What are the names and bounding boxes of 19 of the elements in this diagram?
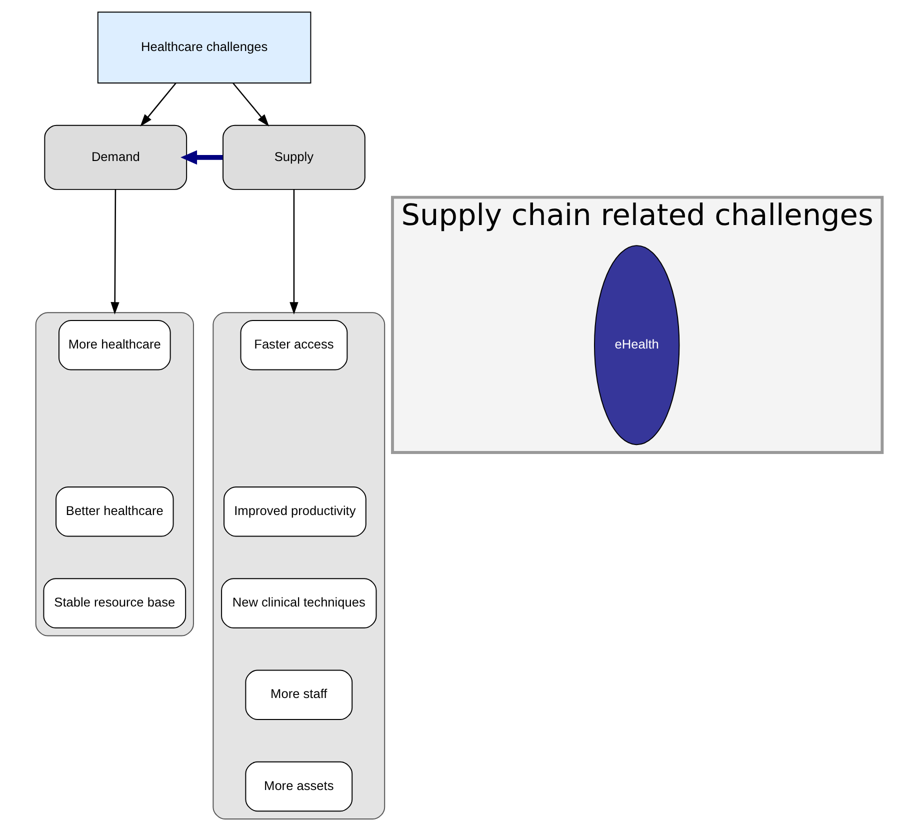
arrow [180, 150, 222, 165]
node-box: Improved productivity [223, 486, 366, 537]
cluster [212, 312, 385, 820]
node-box: Healthcare challenges [96, 12, 311, 84]
node-box: More staff [244, 670, 352, 720]
node-box: Demand [44, 124, 187, 190]
arrow [140, 82, 176, 127]
node-box: More assets [244, 761, 352, 812]
node-box: New clinical techniques [220, 578, 376, 628]
arrow [289, 189, 298, 315]
node-box: Faster access [240, 320, 348, 370]
node-box: More healthcare [58, 320, 170, 370]
arrow [110, 189, 119, 315]
cluster [34, 312, 194, 636]
node-box: Supply [222, 124, 365, 190]
node-box: Better healthcare [55, 486, 174, 537]
arrow [232, 82, 269, 127]
node-box: Stable resource base [42, 578, 186, 628]
node-ellipse: eHealth [593, 245, 680, 446]
